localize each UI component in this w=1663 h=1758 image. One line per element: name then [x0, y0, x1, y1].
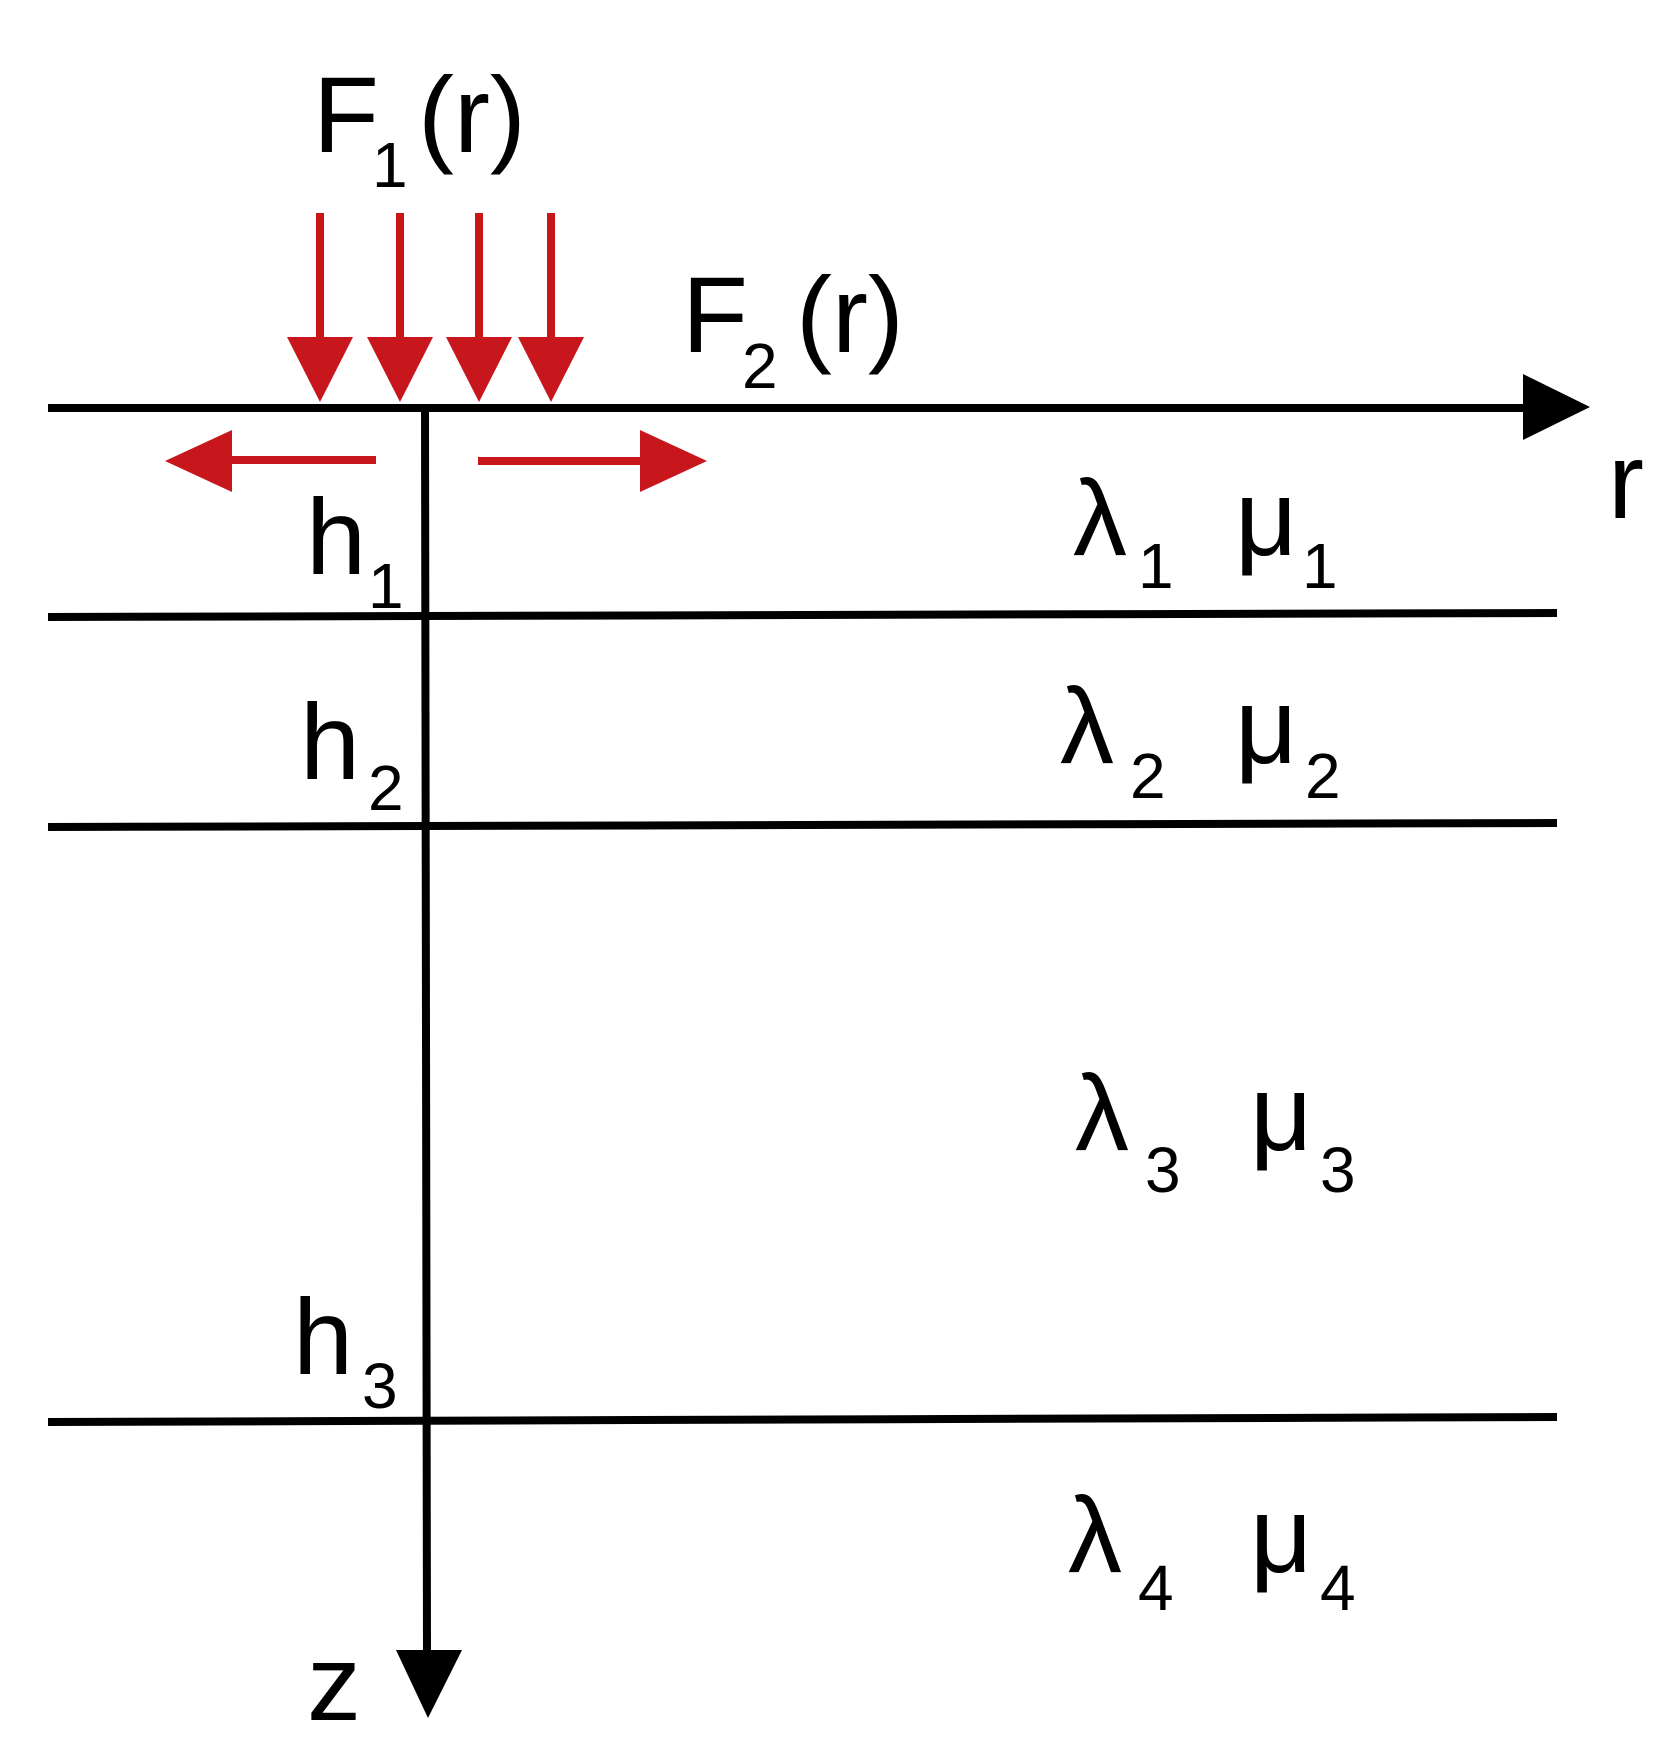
svg-text:λ: λ: [1068, 1474, 1122, 1595]
svg-text:2: 2: [368, 752, 404, 824]
r-axis: [48, 374, 1590, 440]
svg-text:μ: μ: [1250, 1474, 1312, 1595]
z-axis-arrowhead: [396, 1650, 462, 1718]
svg-text:λ: λ: [1075, 1052, 1129, 1173]
f1-subscript: 1: [372, 129, 408, 201]
svg-text:1: 1: [1302, 530, 1338, 602]
f2-argument: (r): [796, 254, 904, 375]
svg-text:2: 2: [1305, 740, 1341, 812]
svg-text:μ: μ: [1250, 1052, 1312, 1173]
depth-label-h1: h 1: [306, 476, 404, 622]
svg-text:3: 3: [362, 1350, 398, 1422]
z-axis-label: z: [307, 1622, 361, 1743]
svg-text:3: 3: [1145, 1134, 1181, 1206]
depth-label-h3: h 3: [293, 1276, 398, 1422]
svg-text:1: 1: [1138, 530, 1174, 602]
force-label-f2: F 2 (r): [682, 254, 904, 402]
layer-2-properties: λ 2 μ 2: [1060, 665, 1341, 812]
z-axis: [396, 407, 462, 1718]
interface-line-3: [47, 1413, 1558, 1426]
svg-text:4: 4: [1320, 1552, 1356, 1624]
svg-text:2: 2: [1130, 740, 1166, 812]
svg-text:λ: λ: [1073, 457, 1127, 578]
f2-symbol: F: [682, 254, 748, 375]
depth-label-h2: h 2: [300, 681, 404, 824]
radial-load-arrows: [165, 430, 707, 492]
svg-text:μ: μ: [1235, 665, 1297, 786]
svg-text:4: 4: [1138, 1552, 1174, 1624]
f1-symbol: F: [313, 54, 379, 175]
svg-text:μ: μ: [1235, 457, 1297, 578]
svg-text:h: h: [306, 476, 366, 597]
svg-text:1: 1: [368, 550, 404, 622]
layer-4-properties: λ 4 μ 4: [1068, 1474, 1356, 1624]
vertical-load-arrows: [287, 213, 584, 402]
r-axis-arrowhead: [1523, 374, 1590, 440]
r-axis-label: r: [1608, 420, 1644, 541]
interface-line-2: [47, 819, 1558, 831]
svg-text:3: 3: [1320, 1134, 1356, 1206]
svg-text:λ: λ: [1060, 665, 1114, 786]
force-label-f1: F 1 (r): [313, 54, 526, 201]
interface-line-1: [47, 609, 1558, 621]
svg-text:h: h: [293, 1276, 353, 1397]
layer-3-properties: λ 3 μ 3: [1075, 1052, 1356, 1206]
svg-text:h: h: [300, 681, 360, 802]
f2-subscript: 2: [742, 330, 778, 402]
f1-argument: (r): [418, 54, 526, 175]
layer-1-properties: λ 1 μ 1: [1073, 457, 1338, 602]
